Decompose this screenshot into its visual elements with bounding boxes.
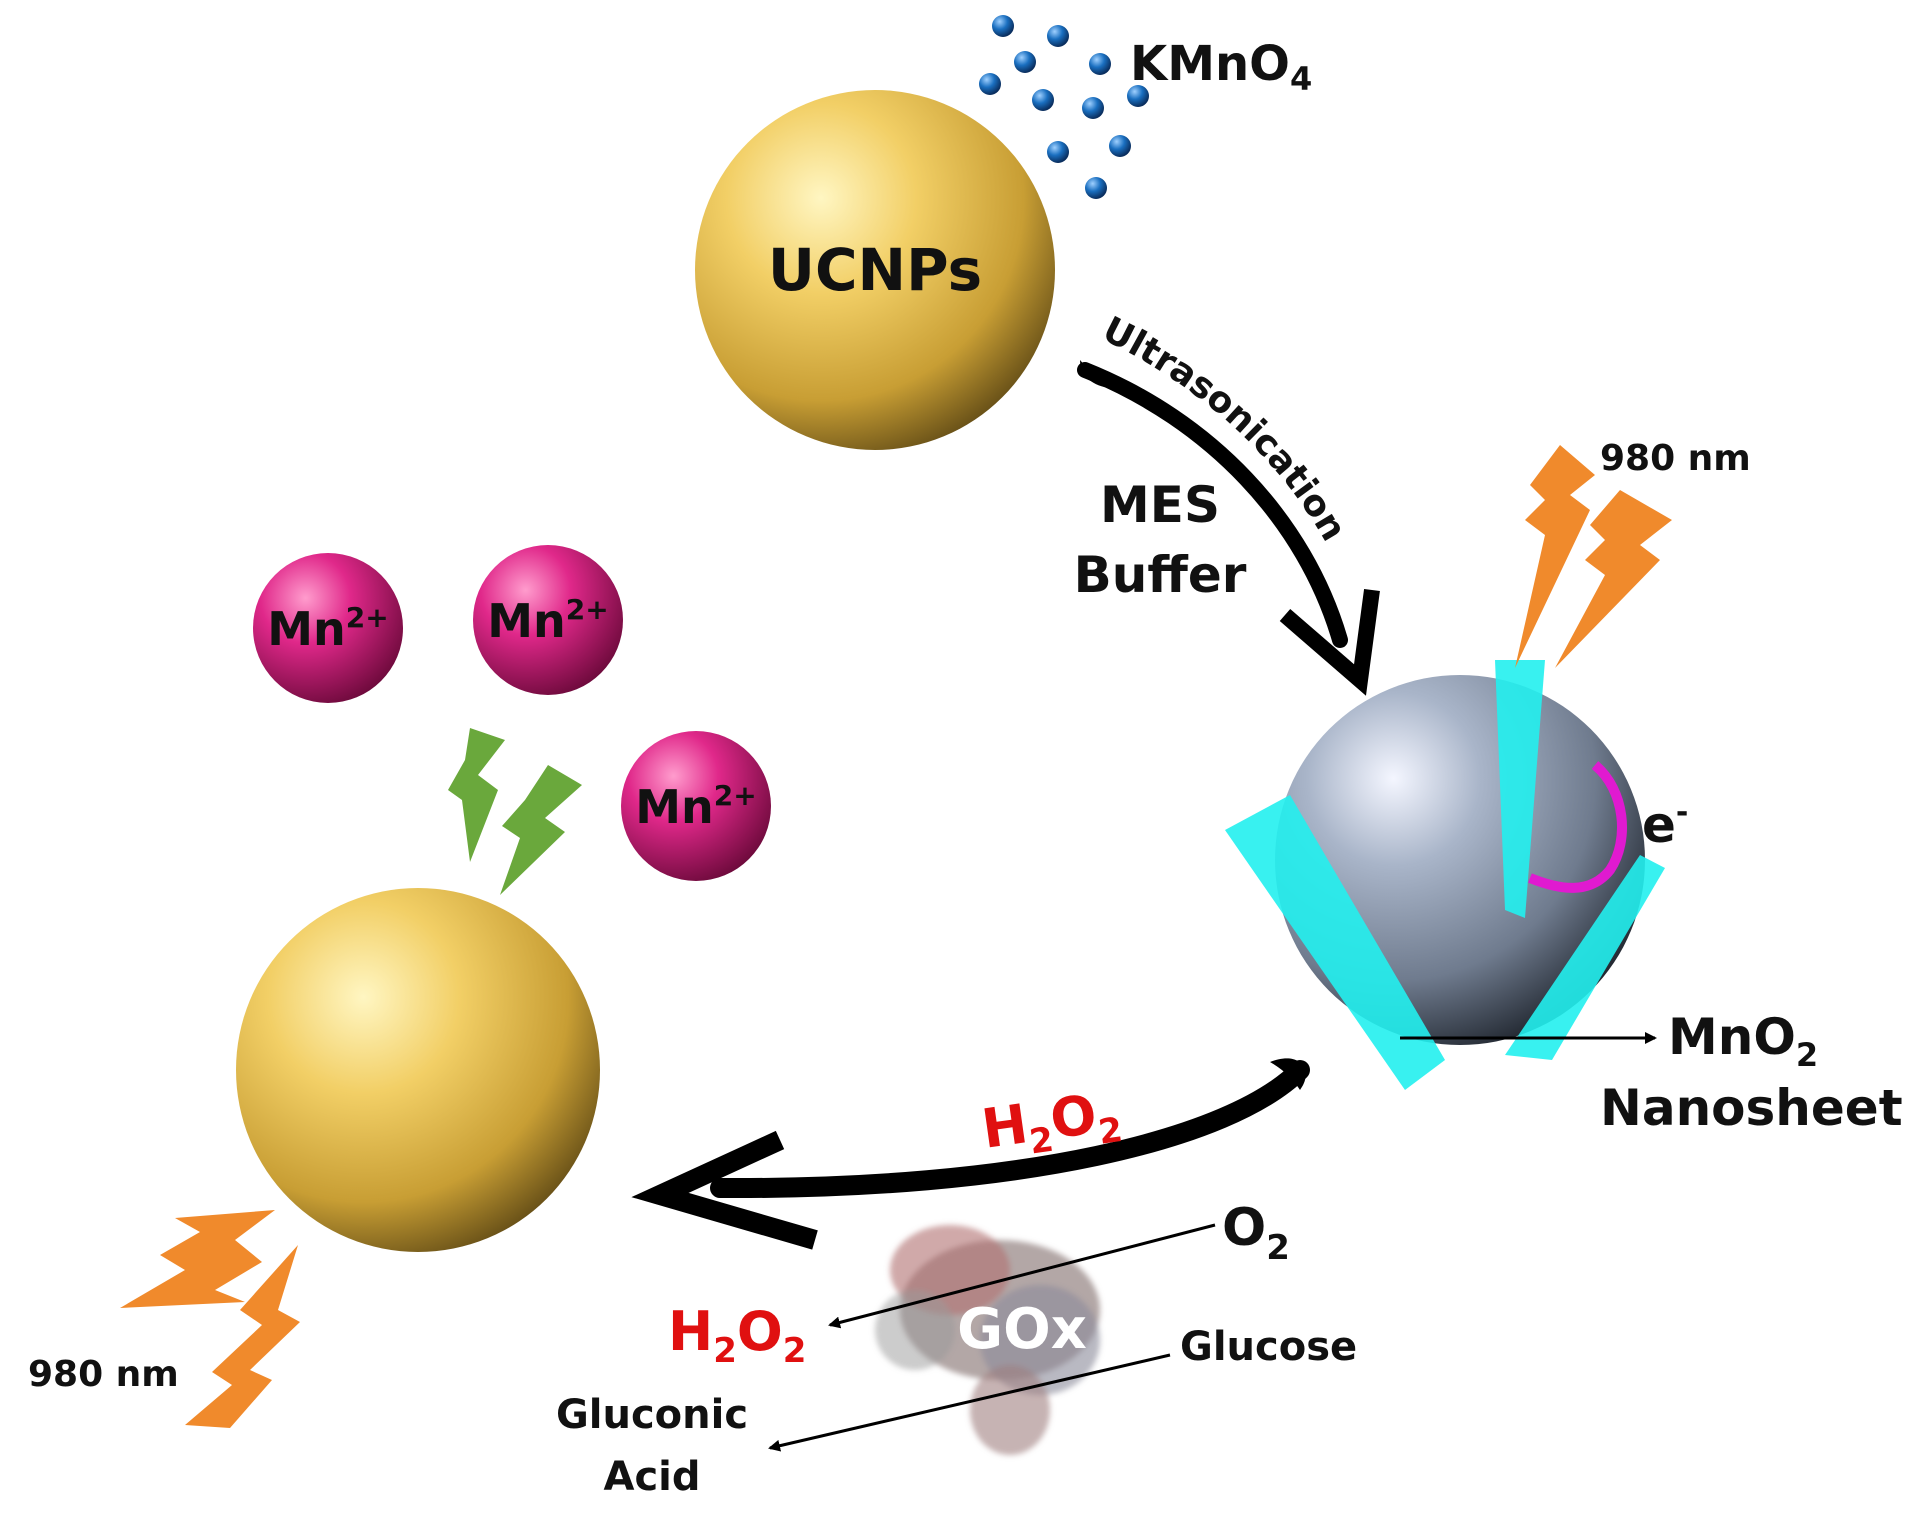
glucose-to-gluconic-arrow bbox=[768, 1353, 1171, 1452]
h2o2-lower-label: H2O2 bbox=[668, 1300, 806, 1371]
nm-top-label: 980 nm bbox=[1600, 438, 1751, 479]
kmno4-dot bbox=[979, 73, 1001, 95]
kmno4-dot bbox=[1047, 141, 1069, 163]
kmno4-dot bbox=[1082, 97, 1104, 119]
kmno4-particles bbox=[979, 15, 1149, 199]
ultrasonication-arrow bbox=[1077, 362, 1348, 648]
h2o2-upper-label: H2O2 bbox=[978, 1079, 1125, 1169]
lightning-bolt-icon bbox=[120, 1210, 275, 1308]
glucose-label: Glucose bbox=[1180, 1324, 1357, 1370]
h2o2-reaction-arrow bbox=[710, 1060, 1310, 1199]
recovered-ucnp-sphere bbox=[236, 888, 600, 1252]
electron-arc bbox=[1528, 761, 1627, 893]
mn-ion-label: Mn2+ bbox=[635, 779, 756, 834]
ultrasonication-arrowhead bbox=[1279, 588, 1380, 696]
mno2-nanosheet bbox=[1505, 855, 1665, 1060]
o2-to-h2o2-arrow bbox=[828, 1223, 1216, 1329]
kmno4-dot bbox=[1032, 89, 1054, 111]
kmno4-dot bbox=[1109, 135, 1131, 157]
mn-ion-sphere bbox=[621, 731, 771, 881]
kmno4-dot bbox=[992, 15, 1014, 37]
kmno4-dot bbox=[1089, 53, 1111, 75]
lightning-bolt-icon bbox=[1555, 490, 1672, 668]
mno2-label: MnO2 bbox=[1668, 1008, 1818, 1074]
buffer-label: Buffer bbox=[1074, 546, 1247, 604]
nanosheet-label: Nanosheet bbox=[1600, 1079, 1903, 1137]
acid-label: Acid bbox=[603, 1454, 700, 1500]
nm-bottom-label: 980 nm bbox=[28, 1354, 179, 1395]
kmno4-dot bbox=[1127, 85, 1149, 107]
mno2-nanosheet bbox=[1225, 795, 1445, 1090]
mn-ion-sphere bbox=[473, 545, 623, 695]
mn-ion-label: Mn2+ bbox=[487, 593, 608, 648]
ucnp-sphere bbox=[695, 90, 1055, 450]
electron-label: e- bbox=[1642, 795, 1688, 854]
mn-ion-label: Mn2+ bbox=[267, 601, 388, 656]
kmno4-dot bbox=[1085, 177, 1107, 199]
h2o2-arrowhead bbox=[631, 1130, 818, 1250]
lightning-bolt-icon bbox=[1515, 445, 1595, 668]
kmno4-dot bbox=[1014, 51, 1036, 73]
mn-ion-sphere bbox=[253, 553, 403, 703]
mno2-nanosheet bbox=[1495, 660, 1545, 918]
arrow-tail bbox=[1270, 1058, 1306, 1090]
lightning-bolt-icon bbox=[500, 765, 582, 895]
lightning-bolt-icon bbox=[185, 1245, 300, 1428]
kmno4-label: KMnO4 bbox=[1130, 36, 1312, 98]
arrow-tail bbox=[1080, 360, 1120, 389]
ucnps-label: UCNPs bbox=[768, 236, 982, 304]
gox-label: GOx bbox=[957, 1297, 1087, 1362]
kmno4-dot bbox=[1047, 25, 1069, 47]
gluconic-label: Gluconic bbox=[556, 1392, 748, 1438]
lightning-bolt-icon bbox=[448, 728, 505, 862]
o2-label: O2 bbox=[1222, 1198, 1290, 1268]
mes-label: MES bbox=[1100, 476, 1220, 534]
